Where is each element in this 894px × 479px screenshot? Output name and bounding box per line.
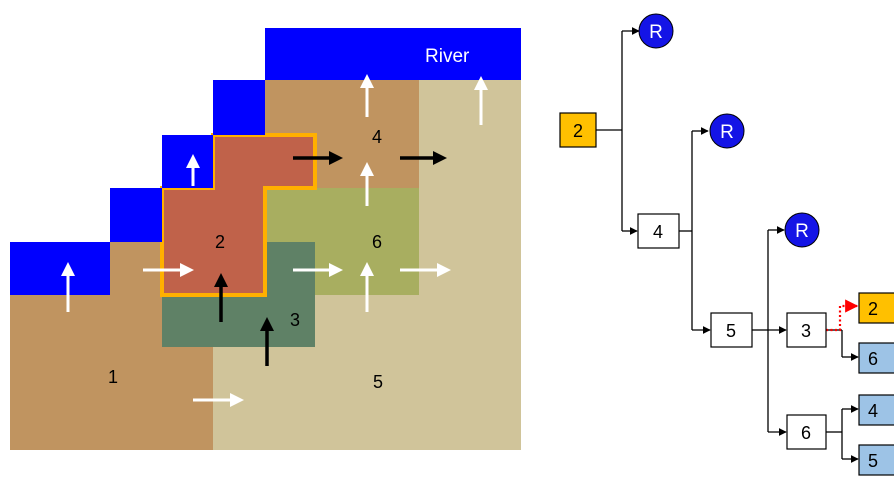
river-cell-c: [162, 135, 213, 188]
arrow-right-icon: [143, 263, 194, 277]
region-label-1: 1: [108, 367, 118, 387]
region-4: [265, 80, 419, 188]
tree-node-root: 2: [559, 112, 597, 148]
tree-leaf-2: 2: [858, 292, 894, 324]
arrow-up-icon: [61, 262, 75, 312]
tree-node-label: 4: [653, 222, 663, 242]
catchment-map: River 1 2 3 4 5 6: [10, 28, 521, 450]
tree-nodes: 2 4 5 3 6 2 6 4: [559, 112, 894, 476]
tree-leaf-4: 4: [858, 394, 894, 426]
arrow-up-icon: [360, 162, 374, 206]
region-label-4: 4: [372, 127, 382, 147]
tree-node-3: 3: [786, 312, 827, 348]
arrow-up-icon: [214, 273, 228, 322]
region-1: [10, 242, 213, 450]
arrow-up-icon: [260, 317, 274, 366]
tree-node-label: 2: [573, 121, 583, 141]
region-label-3: 3: [290, 310, 300, 330]
tree-node-5: 5: [710, 312, 753, 348]
tree-node-label: 5: [868, 451, 878, 471]
outlet-label: R: [649, 22, 663, 43]
tree-node-label: 6: [868, 349, 878, 369]
region-6: [265, 188, 419, 295]
outlet-label: R: [795, 221, 809, 242]
outlet-node: R: [709, 113, 745, 149]
outlet-node: R: [638, 13, 674, 49]
tree-node-4: 4: [637, 213, 680, 249]
arrow-up-icon: [360, 262, 374, 312]
river-cell-d: [213, 80, 265, 135]
outlet-label: R: [720, 122, 734, 143]
outlets: R R R: [638, 13, 820, 248]
white-arrows: [61, 74, 488, 407]
flow-tree: [596, 27, 859, 463]
river-cell-e: [265, 28, 521, 80]
outlet-node: R: [784, 212, 820, 248]
tree-node-label: 2: [868, 299, 878, 319]
tree-leaf-5: 5: [858, 444, 894, 476]
arrow-up-icon: [474, 76, 488, 125]
tree-node-label: 4: [868, 401, 878, 421]
region-3: [162, 242, 315, 347]
tree-node-label: 6: [801, 423, 811, 443]
arrow-right-icon: [293, 263, 343, 277]
tree-node-label: 5: [726, 321, 736, 341]
arrow-right-icon: [293, 151, 343, 165]
arrow-up-icon: [360, 74, 374, 117]
arrow-right-icon: [193, 393, 244, 407]
region-2: [162, 135, 315, 295]
arrow-right-icon: [400, 263, 451, 277]
region-label-6: 6: [372, 232, 382, 252]
tree-node-6: 6: [786, 414, 827, 450]
river-cell-a: [10, 242, 110, 295]
river-label: River: [425, 46, 470, 67]
arrow-up-icon: [186, 154, 200, 186]
tree-node-label: 3: [801, 321, 811, 341]
river-cell-b: [110, 188, 162, 242]
black-arrows: [214, 151, 447, 366]
region-label-2: 2: [215, 232, 225, 252]
arrow-right-icon: [400, 151, 447, 165]
region-label-5: 5: [373, 372, 383, 392]
tree-leaf-6: 6: [858, 342, 894, 374]
